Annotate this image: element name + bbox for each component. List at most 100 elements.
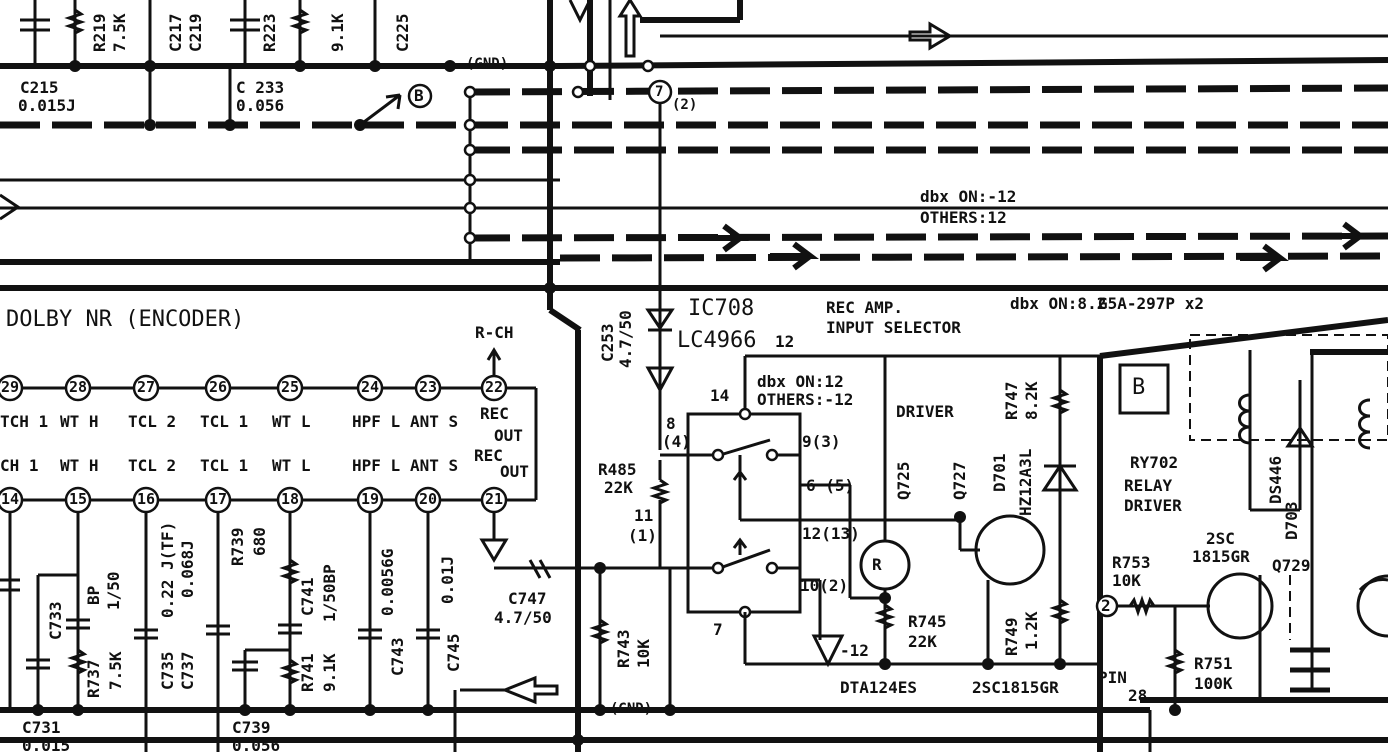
label-r745: R745 — [908, 612, 947, 631]
dolby-pin-circle — [480, 486, 508, 514]
label-c731: C731 — [22, 718, 61, 737]
label-c735: C735 — [158, 651, 177, 690]
dolby-pin-name: TCL 2 — [128, 456, 177, 475]
label-q725: Q725 — [894, 461, 913, 500]
bus-line-dashed-1 — [469, 84, 1388, 96]
label-c735-value: 0.22 J(TF) — [158, 521, 177, 618]
label-d703: D703 — [1282, 501, 1301, 540]
label-r219-value: 7.5K — [110, 13, 129, 52]
label-2sc-part: 1815GR — [1192, 547, 1250, 566]
label-c743-value: 0.0056G — [378, 548, 397, 616]
label-relay-driver: DRIVER — [1124, 496, 1182, 515]
label-c737: C737 — [178, 651, 197, 690]
ic-pin-8-alt: (4) — [662, 432, 691, 451]
dolby-pin-number: 26 — [208, 378, 228, 396]
dolby-pin-name: HPF L — [352, 412, 401, 431]
label-c215: C215 — [20, 78, 59, 97]
section-title-dolby: DOLBY NR (ENCODER) — [6, 307, 245, 332]
label-relay: RELAY — [1124, 476, 1173, 495]
label-ic708: IC708 — [688, 296, 755, 321]
dolby-pin-name: WT L — [272, 412, 311, 431]
label-input-selector: INPUT SELECTOR — [826, 318, 961, 337]
label-r747-value: 8.2K — [1022, 381, 1041, 420]
label-c225: C225 — [393, 13, 412, 52]
label-c745-value: 0.01J — [438, 555, 457, 604]
label-c219: C219 — [186, 13, 205, 52]
label-r223: R223 — [260, 13, 279, 52]
label-c747: C747 — [508, 589, 547, 608]
dolby-pin-number: 22 — [484, 378, 504, 396]
dolby-pin-number: 21 — [484, 490, 504, 508]
dolby-pin-name: TCH 1 — [0, 412, 49, 431]
label-r745-value: 22K — [908, 632, 937, 651]
dolby-pin-circle — [0, 374, 24, 402]
label-r485-value: 22K — [604, 478, 633, 497]
dolby-pin-name: TCL 2 — [128, 412, 177, 431]
label-dta124es: DTA124ES — [840, 678, 918, 697]
label-d701-part: HZ12A3L — [1016, 448, 1035, 516]
label-pin-2: 2 — [1101, 596, 1111, 615]
label-r-ch: R-CH — [475, 323, 514, 342]
label-ic708-part: LC4966 — [677, 328, 757, 353]
label-r-mark: R — [872, 555, 882, 574]
label-c743: C743 — [388, 637, 407, 676]
ic-pin-9: 9(3) — [802, 432, 841, 451]
dolby-pin-number: 23 — [418, 378, 438, 396]
label-q729: Q729 — [1272, 556, 1311, 575]
dolby-pin-number: 15 — [68, 490, 88, 508]
relay-dashed-box — [1189, 334, 1388, 441]
block-b-box — [1118, 363, 1170, 415]
dolby-pin-number: 29 — [0, 378, 20, 396]
dolby-pin-number: 17 — [208, 490, 228, 508]
label-minus-12: -12 — [840, 641, 869, 660]
label-bp-value: 1/50 — [104, 571, 123, 610]
label-c739-value: 0.056 — [232, 736, 281, 755]
dolby-pin-number: 19 — [360, 490, 380, 508]
q729-transistor — [1206, 572, 1274, 640]
label-pin-28: 28 — [1128, 686, 1148, 705]
dolby-pin-circle — [276, 374, 304, 402]
ic-pin-14: 14 — [710, 386, 730, 405]
ic-pin-12: 12(13) — [802, 524, 860, 543]
label-c253: C253 — [598, 323, 617, 362]
label-2sc1815gr: 2SC1815GR — [972, 678, 1059, 697]
label-c747-value: 4.7/50 — [494, 608, 552, 627]
dolby-pin-number: 24 — [360, 378, 380, 396]
label-pin7: 7 — [655, 84, 664, 100]
label-c233: C 233 — [236, 78, 285, 97]
label-r485: R485 — [598, 460, 637, 479]
dolby-pin-circle — [414, 374, 442, 402]
label-2sc: 2SC — [1206, 529, 1235, 548]
ic-pin-10: 10(2) — [800, 576, 849, 595]
junction-nodes-top — [69, 59, 655, 294]
label-r739: R739 — [228, 527, 247, 566]
relay-supply-line — [1099, 317, 1388, 359]
label-r737-value: 7.5K — [106, 651, 125, 690]
dolby-pin-name: ANT S — [410, 456, 459, 475]
label-dbx-ic-2: OTHERS:-12 — [757, 390, 854, 409]
label-dbx-top-2: OTHERS:12 — [920, 208, 1007, 227]
dolby-pin-name: TCL 1 — [200, 456, 249, 475]
label-gnd-top: (GND) — [466, 56, 509, 72]
label-c217: C217 — [166, 13, 185, 52]
label-bp: BP — [84, 585, 103, 605]
label-c741-value: 1/50BP — [320, 564, 339, 622]
ic708-switch-box — [686, 412, 802, 614]
dolby-pin-circle — [132, 486, 160, 514]
label-d701: D701 — [990, 453, 1009, 492]
label-r749-value: 1.2K — [1022, 611, 1041, 650]
label-ry702: RY702 — [1130, 453, 1179, 472]
label-rec-amp: REC AMP. — [826, 298, 904, 317]
label-c733: C733 — [46, 601, 65, 640]
label-dbx-mid: dbx ON:8.2 — [1010, 294, 1107, 313]
label-rec-out-top-1: REC — [480, 404, 509, 423]
bus-line-dashed-4 — [469, 232, 1388, 242]
label-q727: Q727 — [950, 461, 969, 500]
label-relay-part: G5A-297P x2 — [1098, 294, 1204, 313]
label-r223-value: 9.1K — [328, 13, 347, 52]
label-dbx-top-1: dbx ON:-12 — [920, 187, 1017, 206]
label-c741: C741 — [298, 577, 317, 616]
label-c745: C745 — [444, 633, 463, 672]
label-driver: DRIVER — [896, 402, 954, 421]
